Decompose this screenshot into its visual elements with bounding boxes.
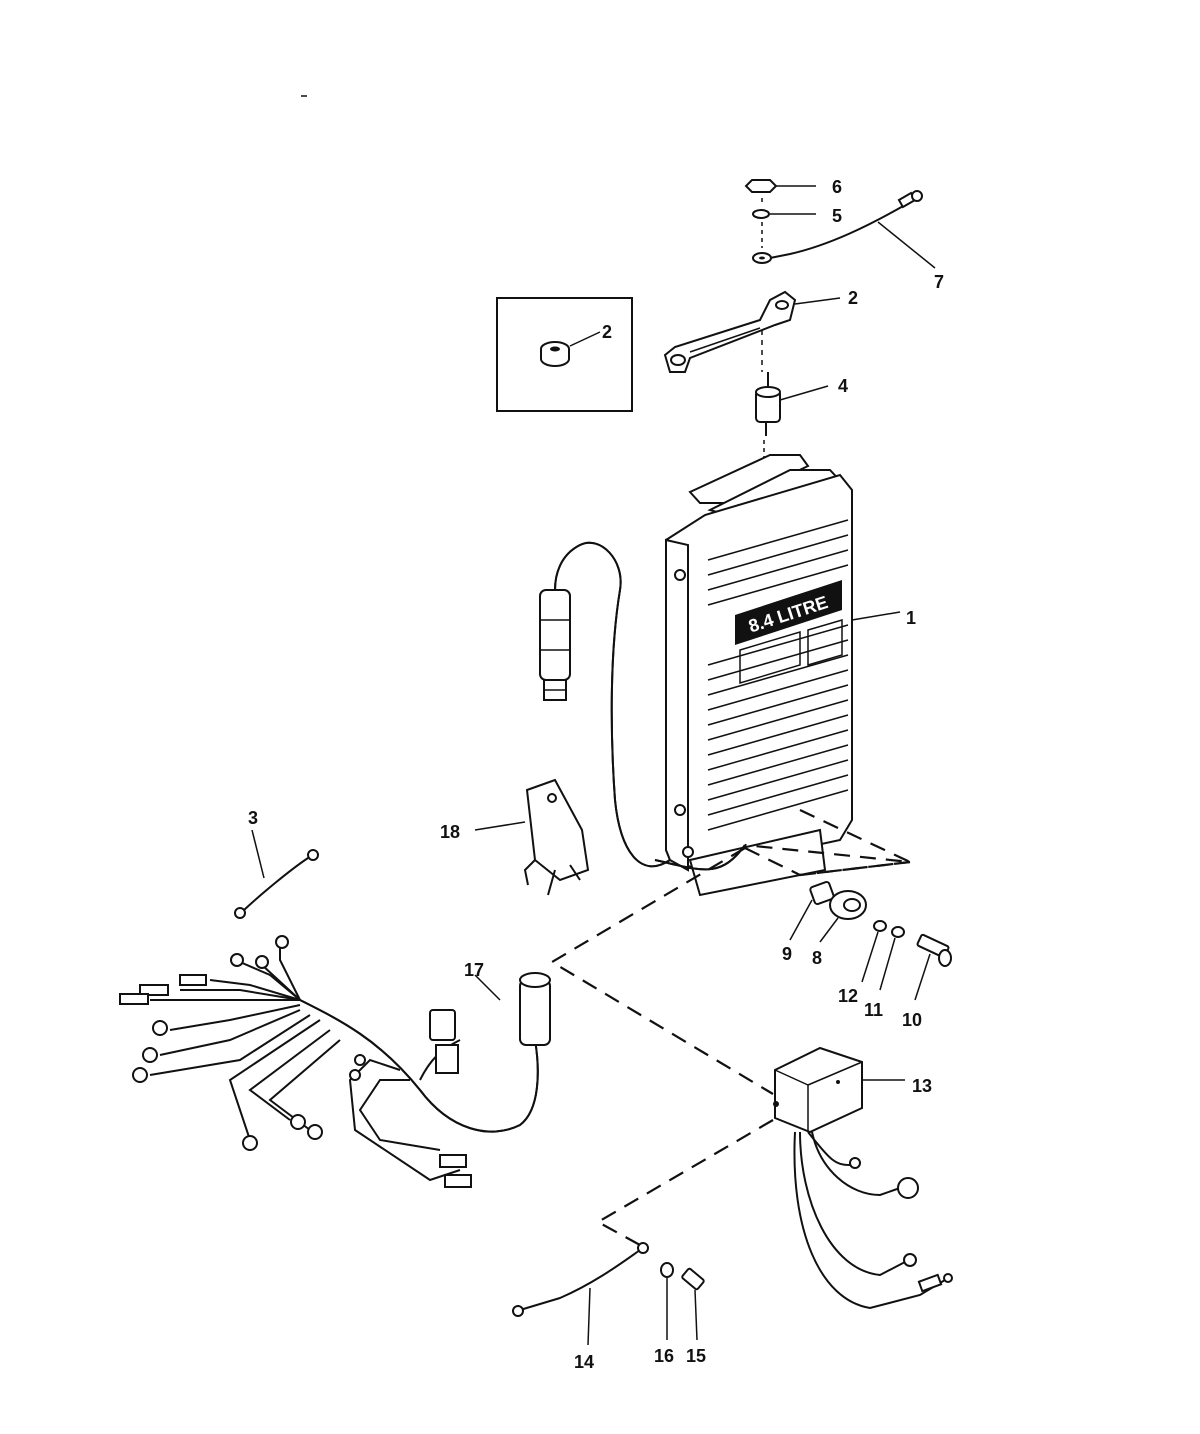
ground-wire-14 <box>512 1242 705 1346</box>
callout-1: 1 <box>906 608 916 628</box>
callout-2b: 2 <box>848 288 858 308</box>
callout-8: 8 <box>812 948 822 968</box>
ignition-module-13 <box>773 1046 953 1310</box>
assembly-lines <box>549 809 911 1246</box>
mounting-bracket <box>663 290 841 373</box>
callout-4: 4 <box>838 376 848 396</box>
callout-16: 16 <box>654 1346 674 1366</box>
inset-box <box>496 297 633 412</box>
bracket-18 <box>474 778 590 896</box>
callout-12: 12 <box>838 986 858 1006</box>
callout-14: 14 <box>574 1352 594 1372</box>
ecu-module: 8.4 LITRE <box>665 454 901 897</box>
ground-strap-3 <box>234 829 319 919</box>
callout-18: 18 <box>440 822 460 842</box>
callout-11: 11 <box>864 1000 883 1020</box>
wiring-harness <box>119 935 551 1188</box>
callout-10: 10 <box>902 1010 922 1030</box>
callout-9: 9 <box>782 944 792 964</box>
nut-washer-stack <box>744 179 816 264</box>
callout-6: 6 <box>832 177 842 197</box>
callout-5: 5 <box>832 206 842 226</box>
callout-15: 15 <box>686 1346 706 1366</box>
callout-13: 13 <box>912 1076 932 1096</box>
callout-17: 17 <box>464 960 484 980</box>
callout-2a: 2 <box>602 322 612 342</box>
callout-labels: 1 2 2 3 4 5 6 7 8 9 10 11 12 13 14 15 16… <box>248 177 944 1372</box>
callout-7: 7 <box>934 272 944 292</box>
callout-3: 3 <box>248 808 258 828</box>
module-cable <box>539 541 746 871</box>
stud-mount <box>755 372 829 460</box>
ground-wire-7 <box>769 190 936 269</box>
mount-hardware <box>789 880 952 1001</box>
